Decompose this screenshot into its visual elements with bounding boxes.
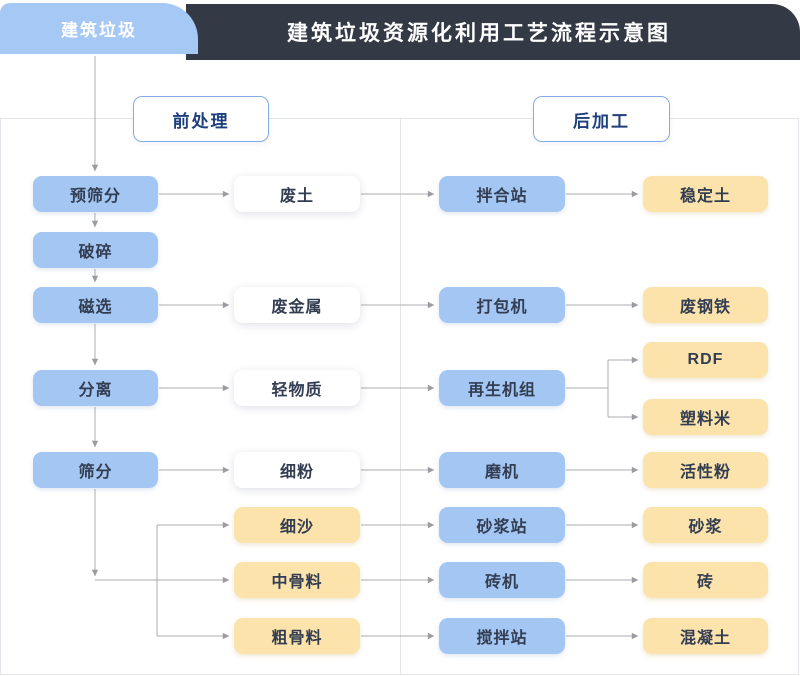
source-tab: 建筑垃圾 [0,3,198,54]
node-fine-sand: 细沙 [234,507,360,543]
section-post-processing-label: 后加工 [573,111,630,131]
node-brick: 砖 [643,562,768,598]
node-regeneration-unit: 再生机组 [439,370,565,406]
content-panel [0,118,799,675]
section-pre-processing: 前处理 [133,96,269,142]
node-waste-metal: 废金属 [234,287,360,323]
node-magnetic-separation: 磁选 [33,287,158,323]
node-baler: 打包机 [439,287,565,323]
section-pre-processing-label: 前处理 [172,111,230,131]
section-post-processing: 后加工 [533,96,670,142]
node-screening: 筛分 [33,452,158,488]
node-coarse-aggregate: 粗骨料 [234,618,360,654]
node-medium-aggregate: 中骨料 [234,562,360,598]
node-scrap-steel: 废钢铁 [643,287,768,323]
node-brick-machine: 砖机 [439,562,565,598]
node-mixing-plant: 拌合站 [439,176,565,212]
column-divider [400,118,401,674]
node-mill: 磨机 [439,452,565,488]
source-tab-label: 建筑垃圾 [61,21,137,40]
node-waste-soil: 废土 [234,176,360,212]
title-bar: 建筑垃圾资源化利用工艺流程示意图 [186,4,800,60]
node-mortar-plant: 砂浆站 [439,507,565,543]
node-active-powder: 活性粉 [643,452,768,488]
node-plastic-pellets: 塑料米 [643,399,768,435]
node-fine-powder: 细粉 [234,452,360,488]
node-rdf: RDF [643,342,768,378]
node-mortar: 砂浆 [643,507,768,543]
node-concrete: 混凝土 [643,618,768,654]
node-stabilized-soil: 稳定土 [643,176,768,212]
node-separation: 分离 [33,370,158,406]
node-pre-screening: 预筛分 [33,176,158,212]
node-light-material: 轻物质 [234,370,360,406]
page-title: 建筑垃圾资源化利用工艺流程示意图 [287,22,671,45]
node-concrete-mixing-plant: 搅拌站 [439,618,565,654]
node-crushing: 破碎 [33,232,158,268]
